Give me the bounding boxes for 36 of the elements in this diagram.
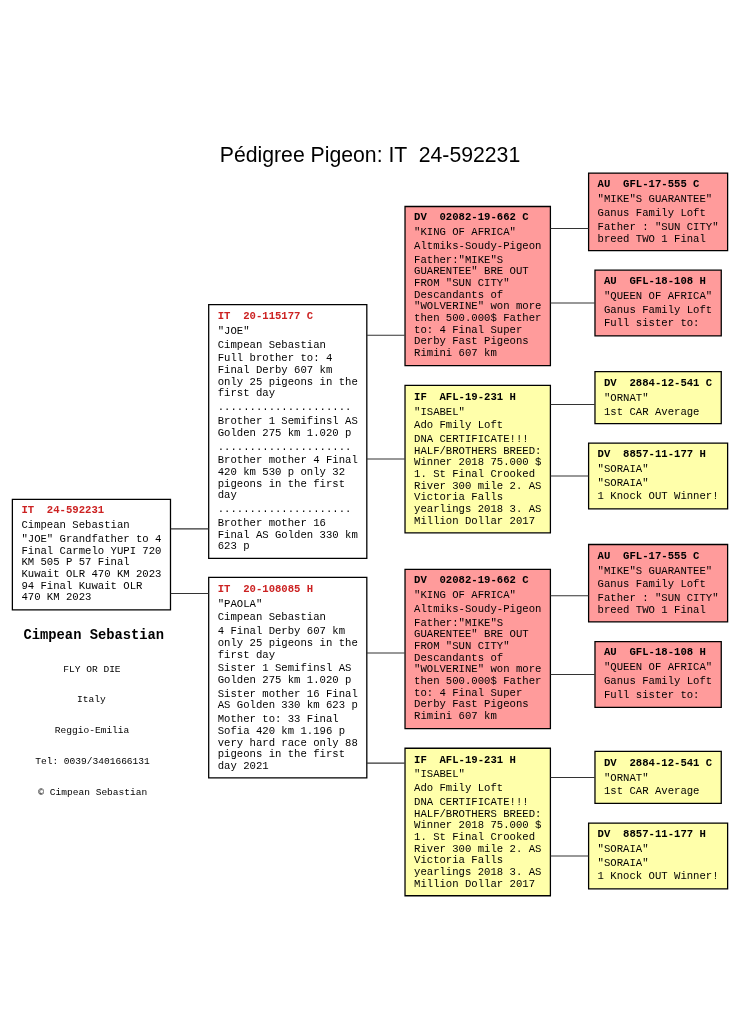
label: © Cimpean Sebastian (38, 786, 148, 798)
node-box: IF AFL-19-231 H "ISABEL" Ado Fmily Loft DNA CERTIFICATE!!! HALF/BROTHERS BREED: Winner 2018 75.000 $ 1. St Final Crooked River 300 mile 2. AS Victoria Falls yearlings 2018 3. AS Million Dollar 2017 (404, 747, 552, 896)
node-box: IT 20-108085 H "PAOLA" Cimpean Sebastian 4 Final Derby 607 km only 25 pigeons in the first day Sister 1 Semifinsl AS Golden 275 km 1.020 p Sister mother 16 Final AS Golden 330 km 623 p Mother to: 33 Final Sofia 420 km 1.196 p very hard race only 88 pigeons in the first day 2021 (208, 576, 368, 779)
connector (170, 527, 210, 529)
node-box: AU GFL-18-108 H "QUEEN OF AFRICA" Ganus Family Loft Full sister to: (594, 269, 722, 337)
label: Cimpean Sebastian (23, 627, 165, 643)
node-box: DV 8857-11-177 H "SORAIA" "SORAIA" 1 Knock OUT Winner! (587, 821, 729, 889)
connector (550, 475, 590, 477)
connector (366, 458, 406, 460)
connector (550, 673, 596, 675)
label: Tel: 0039/3401666131 (35, 755, 150, 767)
connector (170, 592, 210, 594)
node-box: DV 02082-19-662 C "KING OF AFRICA" Altmiks-Soudy-Pigeon Father:"MIKE"S GUARENTEE" BRE OUT FROM "SUN CITY" Descandants of "WOLVERINE" won more then 500.000$ Father to: 4 Final Super Derby Fast Pigeons Rimini 607 km (404, 205, 552, 366)
node-box: DV 2884-12-541 C "ORNAT" 1st CAR Average (594, 750, 722, 804)
node-box: AU GFL-17-555 C "MIKE"S GUARANTEE" Ganus Family Loft Father : "SUN CITY" breed TWO 1 Final (587, 171, 729, 251)
node-box: IT 20-115177 C "JOE" Cimpean Sebastian Full brother to: 4 Final Derby 607 km only 25 pigeons in the first day ..................... Brother 1 Semifinsl AS Golden 275 km 1.020 p ..................... Brother mother 4 Final 420 km 530 p only 32 pigeons in the first day ..................... Brother mother 16 Final AS Golden 330 km 623 p (208, 303, 368, 559)
connector (550, 403, 596, 405)
connector (550, 227, 590, 229)
connector (550, 302, 596, 304)
node-box: DV 8857-11-177 H "SORAIA" "SORAIA" 1 Knock OUT Winner! (587, 442, 729, 510)
connector (366, 334, 406, 336)
connector (366, 762, 406, 764)
connector (366, 652, 406, 654)
node-box: DV 02082-19-662 C "KING OF AFRICA" Altmiks-Soudy-Pigeon Father:"MIKE"S GUARENTEE" BRE OUT FROM "SUN CITY" Descandants of "WOLVERINE" won more then 500.000$ Father to: 4 Final Super Derby Fast Pigeons Rimini 607 km (404, 568, 552, 729)
node-box: DV 2884-12-541 C "ORNAT" 1st CAR Average (594, 370, 722, 424)
connector (550, 776, 596, 778)
label: Italy (77, 693, 106, 705)
node-box: IF AFL-19-231 H "ISABEL" Ado Fmily Loft DNA CERTIFICATE!!! HALF/BROTHERS BREED: Winner 2018 75.000 $ 1. St Final Crooked River 300 mile 2. AS Victoria Falls yearlings 2018 3. AS Million Dollar 2017 (404, 384, 552, 533)
node-box: IT 24-592231 Cimpean Sebastian "JOE" Grandfather to 4 Final Carmelo YUPI 720 KM 505 P 57 Final Kuwait OLR 470 KM 2023 94 Final Kuwait OLR 470 KM 2023 (11, 498, 172, 610)
node-box: AU GFL-17-555 C "MIKE"S GUARANTEE" Ganus Family Loft Father : "SUN CITY" breed TWO 1 Final (587, 543, 729, 623)
diagram-title: Pédigree Pigeon: IT 24-592231 (219, 142, 521, 166)
connector (550, 594, 590, 596)
node-box: AU GFL-18-108 H "QUEEN OF AFRICA" Ganus Family Loft Full sister to: (594, 640, 722, 708)
label: FLY OR DIE (63, 663, 121, 675)
label: Reggio-Emilia (54, 724, 130, 736)
connector (550, 854, 590, 856)
